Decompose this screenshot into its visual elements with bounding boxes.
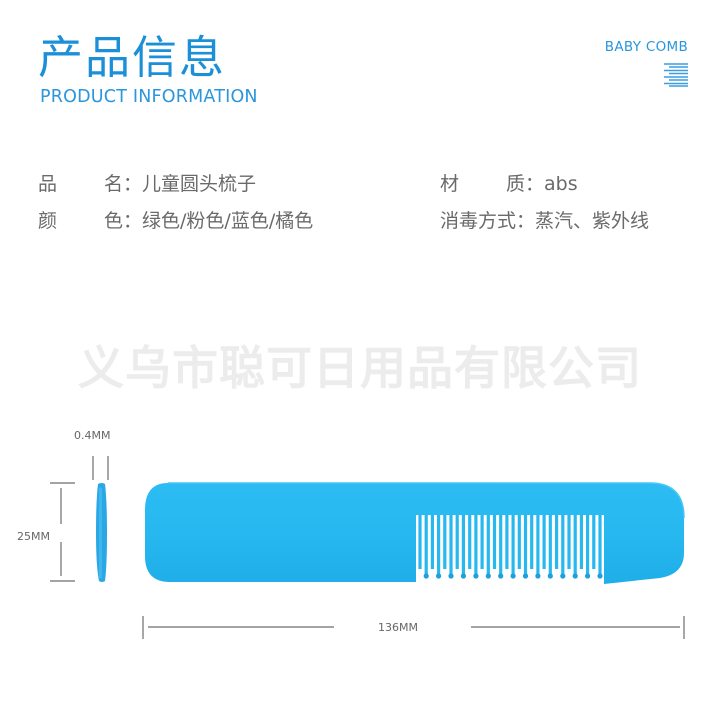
page-title: 产品信息 [38,31,227,84]
company-watermark: 义乌市聪可日用品有限公司 [78,341,642,395]
width-label: 25MM [17,530,50,543]
info-material-row: 材 质：abs [440,171,578,197]
info-value: abs [544,173,578,195]
info-label: 质： [506,173,545,195]
info-color-row: 颜 色：绿色/粉色/蓝色/橘色 [38,208,313,234]
page-subtitle: PRODUCT INFORMATION [40,87,258,107]
info-value: 蒸汽、紫外线 [535,210,650,232]
info-label: 色： [104,210,143,232]
brand-label: BABY COMB [604,39,688,55]
comb-illustration [140,478,690,588]
info-name-row: 品 名：儿童圆头梳子 [38,171,256,197]
length-label: 136MM [378,621,418,634]
thickness-label: 0.4MM [74,429,111,442]
info-label: 品 [38,173,58,195]
info-label: 名： [104,173,143,195]
align-right-lines-icon [663,63,689,87]
info-label: ： [516,210,536,232]
info-label: 消毒方式 [440,210,517,232]
info-label: 颜 [38,210,58,232]
info-value: 儿童圆头梳子 [142,173,257,195]
side-view-diagram [0,440,140,600]
info-disinfection-row: 消毒方式：蒸汽、紫外线 [440,208,649,234]
length-dimension-line [140,612,690,642]
info-label: 材 [440,173,460,195]
info-value: 绿色/粉色/蓝色/橘色 [142,210,314,232]
